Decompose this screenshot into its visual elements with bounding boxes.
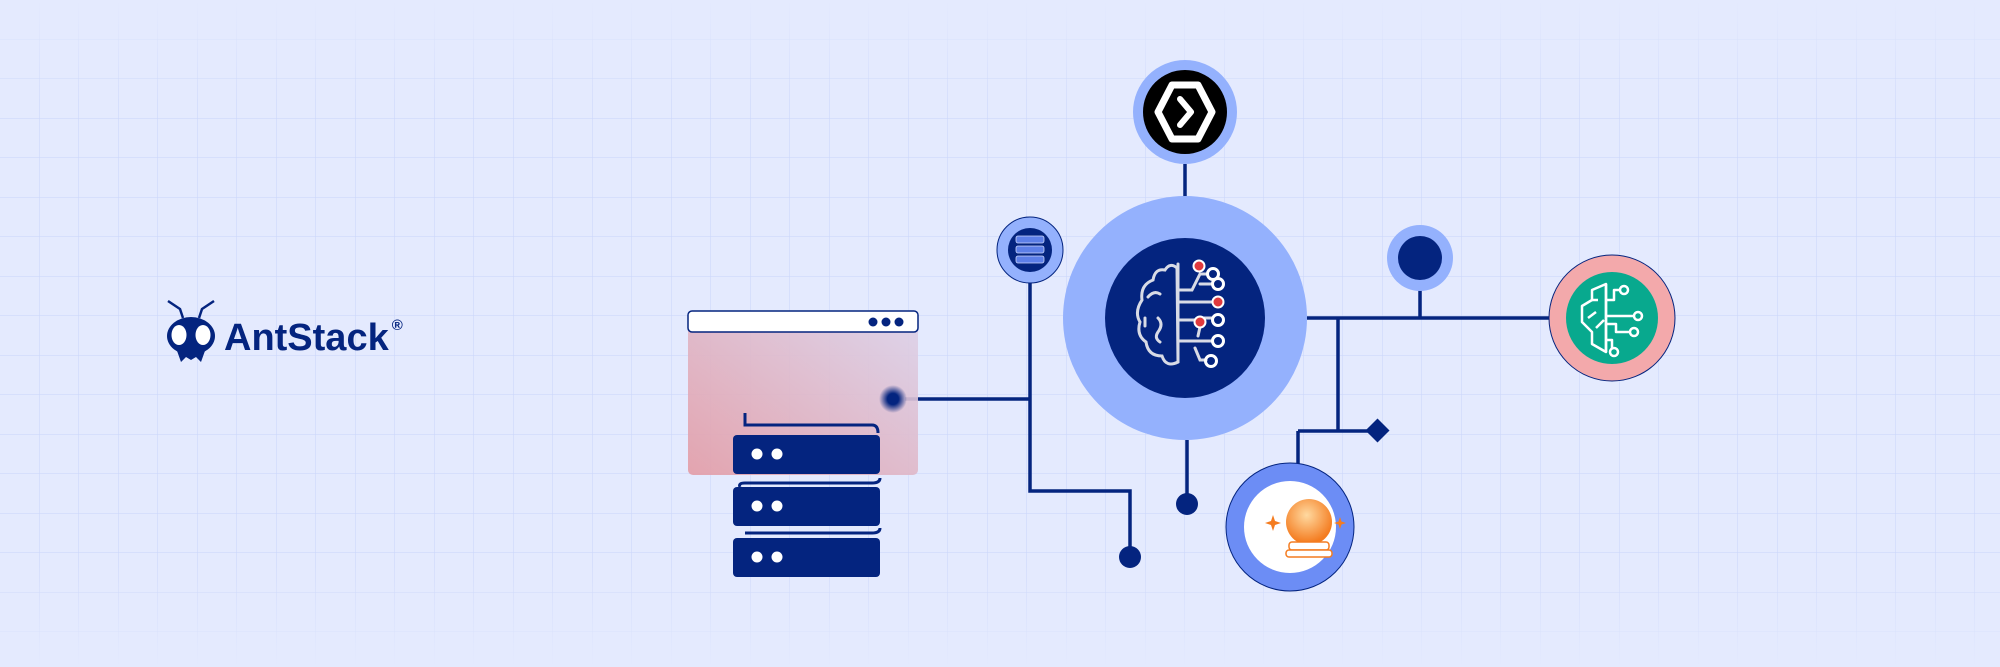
database-node[interactable] (996, 216, 1064, 284)
top-node[interactable] (1133, 60, 1237, 164)
database-icon (1015, 235, 1045, 264)
brand-logo: AntStack® (167, 299, 403, 362)
ant-icon (167, 299, 215, 362)
endpoint-dot (1176, 493, 1198, 515)
crystal-ball-icon (1265, 499, 1346, 558)
sparkle-icon (1265, 515, 1281, 531)
bottom-node[interactable] (1225, 462, 1355, 592)
sparkle-icon (1334, 517, 1346, 529)
connector-node[interactable] (1387, 225, 1453, 291)
teal-brain-circuit-icon (1580, 282, 1644, 358)
server-stack-icon (733, 413, 882, 577)
brand-name: AntStack (224, 317, 390, 359)
registered-mark: ® (392, 317, 403, 334)
ai-brain-circuit-icon (1135, 262, 1225, 368)
central-ai-node[interactable] (1063, 196, 1307, 440)
glow-node (879, 385, 907, 413)
hexagon-chevron-icon (1154, 81, 1216, 143)
browser-window-icon (687, 310, 919, 475)
diamond-node (1365, 418, 1390, 443)
brand-wordmark: AntStack® (224, 317, 403, 359)
connector-lines (905, 164, 1550, 556)
endpoint-dot (1119, 546, 1141, 568)
right-ai-node[interactable] (1548, 254, 1676, 382)
